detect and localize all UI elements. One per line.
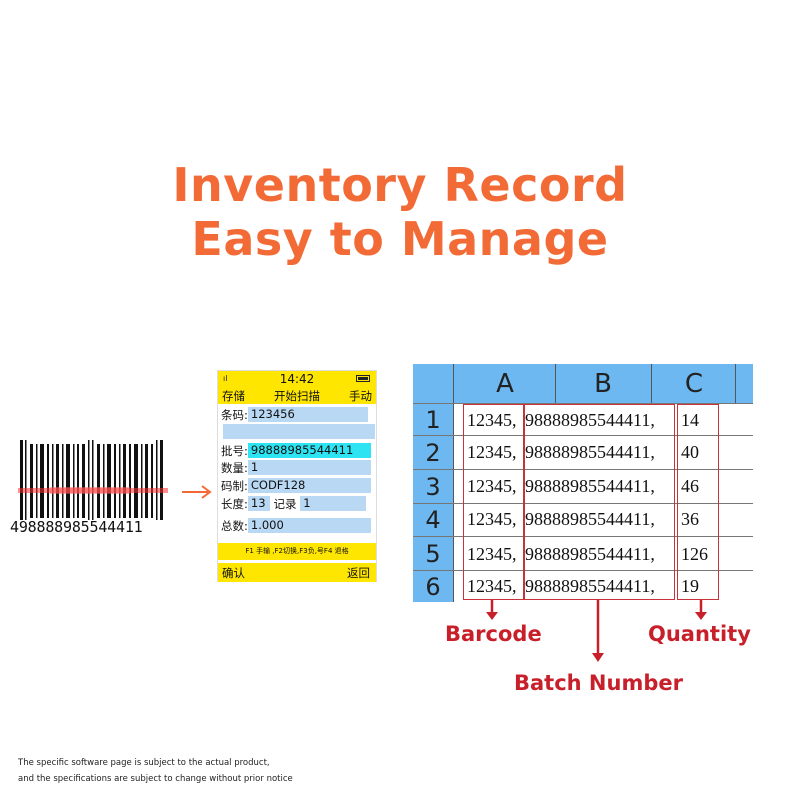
- column-header-c[interactable]: C: [684, 369, 704, 399]
- batch-row: 批号:98888985544411: [221, 443, 371, 459]
- barcode-number: 498888985544411: [10, 518, 176, 536]
- disclaimer-line1: The specific software page is subject to…: [18, 758, 270, 768]
- cell-a4[interactable]: 12345,: [467, 509, 517, 529]
- symbology-input[interactable]: CODF128: [247, 478, 371, 493]
- status-bar: ıl 14:42 存储 开始扫描 手动: [218, 371, 376, 404]
- headline-line1: Inventory Record: [172, 158, 628, 212]
- field-label: 条码:: [221, 408, 248, 422]
- barcode-graphic: 498888985544411: [10, 440, 176, 540]
- quantity-highlight: [677, 404, 719, 600]
- row-header-2[interactable]: 2: [425, 439, 441, 467]
- quantity-label: Quantity: [648, 622, 751, 646]
- grid-line: [453, 364, 454, 602]
- total-input[interactable]: 1.000: [247, 518, 371, 533]
- cell-b6[interactable]: 98888985544411,: [525, 576, 655, 596]
- blank-row: [221, 424, 375, 440]
- manual-button[interactable]: 手动: [349, 389, 372, 403]
- headline-line2: Easy to Manage: [191, 212, 609, 266]
- row-header-5[interactable]: 5: [425, 540, 441, 568]
- row-header-3[interactable]: 3: [425, 473, 441, 501]
- signal-icon: ıl: [223, 374, 228, 383]
- grid-line: [651, 364, 652, 403]
- field-label: 记录: [273, 497, 297, 511]
- batch-highlight: [524, 404, 675, 600]
- confirm-button[interactable]: 确认: [222, 566, 245, 580]
- hint-bar: F1 手输 ,F2切换,F3负,号F4 退格: [218, 543, 376, 560]
- headline: Inventory Record Easy to Manage: [0, 158, 800, 266]
- row-header-6[interactable]: 6: [425, 573, 441, 601]
- field-label: 数量:: [221, 461, 248, 475]
- cell-b2[interactable]: 98888985544411,: [525, 442, 655, 462]
- cell-b5[interactable]: 98888985544411,: [525, 544, 655, 564]
- grid-line: [413, 536, 753, 537]
- grid-line: [735, 364, 736, 403]
- symbology-row: 码制:CODF128: [221, 478, 371, 494]
- disclaimer-line2: and the specifications are subject to ch…: [18, 774, 293, 784]
- barcode-bars: [18, 440, 168, 520]
- row-header-1[interactable]: 1: [425, 406, 441, 434]
- scanner-screen: ıl 14:42 存储 开始扫描 手动 条码:123456 批号:9888898…: [217, 370, 377, 582]
- grid-line: [413, 469, 753, 470]
- cell-b4[interactable]: 98888985544411,: [525, 509, 655, 529]
- grid-line: [413, 435, 753, 436]
- barcode-highlight: [463, 404, 524, 600]
- cell-a2[interactable]: 12345,: [467, 442, 517, 462]
- cell-c3[interactable]: 46: [681, 476, 699, 496]
- blank-input[interactable]: [223, 424, 375, 439]
- batch-input[interactable]: 98888985544411: [247, 443, 371, 458]
- cell-a3[interactable]: 12345,: [467, 476, 517, 496]
- barcode-row: 条码:123456: [221, 407, 368, 423]
- total-row: 总数:1.000: [221, 518, 371, 534]
- field-label: 批号:: [221, 444, 248, 458]
- save-button[interactable]: 存储: [222, 389, 245, 403]
- quantity-input[interactable]: 1: [247, 460, 371, 475]
- disclaimer: The specific software page is subject to…: [18, 755, 293, 787]
- cell-c1[interactable]: 14: [681, 410, 699, 430]
- field-label: 总数:: [221, 519, 248, 533]
- row-header-4[interactable]: 4: [425, 506, 441, 534]
- cell-c6[interactable]: 19: [681, 576, 699, 596]
- arrow-right-icon: [182, 485, 212, 499]
- length-row: 长度:13 记录 1: [221, 496, 367, 512]
- cell-c2[interactable]: 40: [681, 442, 699, 462]
- field-label: 码制:: [221, 479, 248, 493]
- cell-b1[interactable]: 98888985544411,: [525, 410, 655, 430]
- quantity-row: 数量:1: [221, 460, 371, 476]
- barcode-input[interactable]: 123456: [247, 407, 368, 422]
- column-header-bar: [413, 364, 753, 403]
- cell-a1[interactable]: 12345,: [467, 410, 517, 430]
- record-input[interactable]: 1: [300, 496, 367, 511]
- battery-icon: [356, 375, 370, 382]
- spreadsheet: A B C 1 2 3 4 5 6 12345, 98888985544411,…: [413, 364, 753, 602]
- cell-b3[interactable]: 98888985544411,: [525, 476, 655, 496]
- cell-c4[interactable]: 36: [681, 509, 699, 529]
- barcode-prefix: 4: [10, 518, 19, 536]
- grid-line: [413, 570, 753, 571]
- column-header-b[interactable]: B: [594, 369, 612, 399]
- row-header-bar: [413, 403, 453, 602]
- back-button[interactable]: 返回: [347, 566, 370, 580]
- length-input[interactable]: 13: [247, 496, 270, 511]
- barcode-digits: 98888985544411: [18, 518, 143, 536]
- grid-line: [555, 364, 556, 403]
- column-header-a[interactable]: A: [496, 369, 514, 399]
- field-label: 长度:: [221, 497, 248, 511]
- barcode-label: Barcode: [445, 622, 542, 646]
- cell-c5[interactable]: 126: [681, 544, 708, 564]
- cell-a5[interactable]: 12345,: [467, 544, 517, 564]
- grid-line: [413, 503, 753, 504]
- clock: 14:42: [279, 372, 315, 386]
- cell-a6[interactable]: 12345,: [467, 576, 517, 596]
- grid-line: [413, 403, 753, 404]
- batch-number-label: Batch Number: [514, 671, 683, 695]
- start-scan-button[interactable]: 开始扫描: [274, 389, 320, 403]
- bottom-bar: 确认 返回: [218, 563, 376, 582]
